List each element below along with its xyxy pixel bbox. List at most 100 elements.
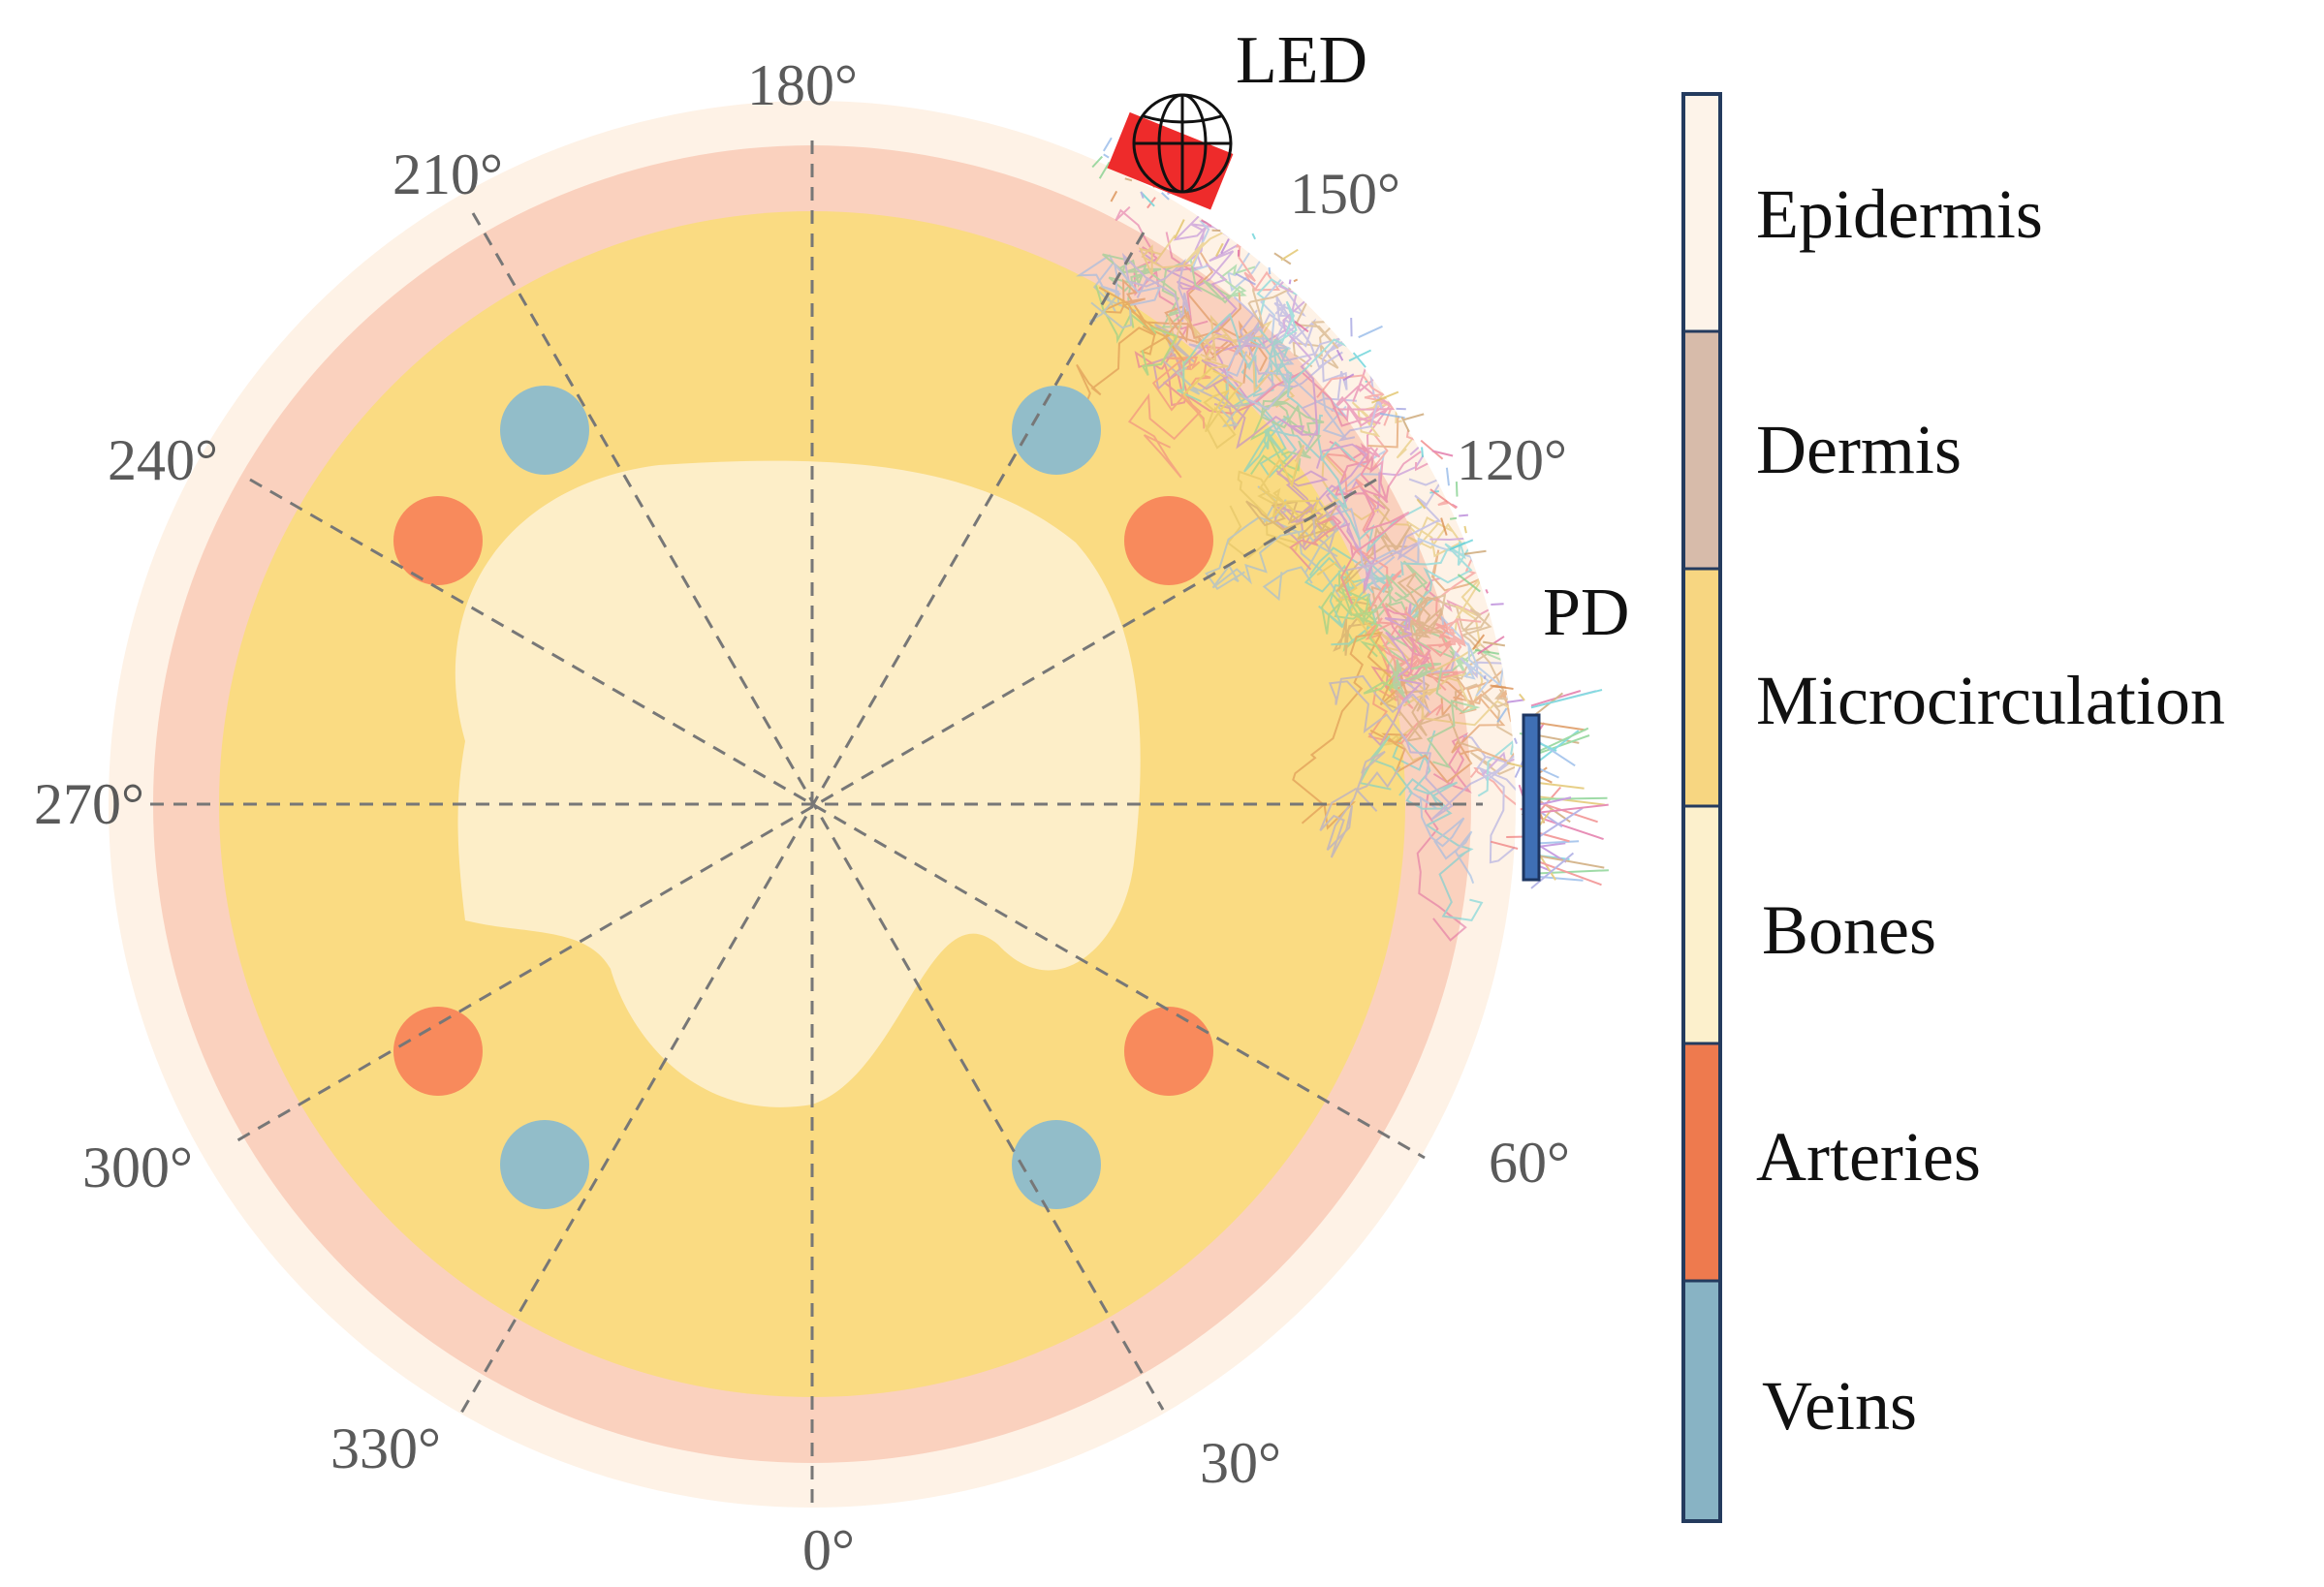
legend-label-epidermis: Epidermis: [1756, 175, 2043, 253]
photon-escape-stroke: [1091, 155, 1104, 169]
legend-dividers: [1683, 329, 1720, 1283]
photon-escape-stroke: [1519, 693, 1525, 701]
photon-path: [1233, 296, 1383, 442]
photon-path: [1459, 632, 1516, 715]
photon-escape-stroke: [1335, 349, 1344, 361]
photon-escape-stroke: [1342, 373, 1355, 382]
led-emission-globe-icon: [1132, 93, 1233, 194]
photon-escape-stroke: [1485, 589, 1489, 594]
photon-escape-stroke: [1200, 219, 1212, 228]
angle-label-120: 120°: [1457, 428, 1567, 492]
photon-path: [1273, 501, 1369, 579]
photon-escape-stroke: [1457, 574, 1481, 593]
photon-path: [1182, 339, 1243, 450]
photon-path: [1258, 444, 1339, 518]
artery: [393, 496, 483, 585]
photon-path: [1459, 724, 1516, 804]
angle-label-180: 180°: [747, 53, 858, 117]
photon-escape-paths: [1091, 137, 1609, 889]
photon-escape-stroke: [1235, 272, 1256, 286]
photon-path: [1328, 674, 1516, 821]
photon-path: [1161, 258, 1256, 328]
photon-path: [1335, 493, 1413, 593]
photon-escape-stroke: [1371, 390, 1399, 404]
artery: [1124, 496, 1213, 585]
photon-escape-stroke: [1220, 238, 1230, 254]
photon-path: [1088, 261, 1162, 329]
photon-pd-stroke: [1530, 869, 1609, 875]
photon-path: [1292, 631, 1409, 830]
photon-escape-stroke: [1449, 516, 1458, 520]
photon-escape-stroke: [1098, 161, 1111, 179]
photon-escape-stroke: [1124, 177, 1133, 182]
photon-path: [1319, 750, 1401, 858]
artery: [393, 1007, 483, 1096]
photon-escape-stroke: [1215, 242, 1224, 257]
led-body: [1107, 111, 1234, 210]
photon-path: [1243, 415, 1356, 473]
photon-path: [1404, 607, 1482, 658]
photon-escape-stroke: [1449, 539, 1474, 551]
photon-escape-stroke: [1445, 467, 1450, 486]
photon-escape-stroke: [1463, 549, 1487, 555]
photon-escape-stroke: [1174, 219, 1185, 239]
photon-path: [1381, 344, 1488, 426]
photon-escape-stroke: [1110, 190, 1118, 202]
vein: [500, 1120, 589, 1209]
photon-escape-stroke: [1420, 439, 1444, 460]
photon-escape-stroke: [1474, 648, 1499, 655]
photon-escape-stroke: [1294, 320, 1309, 333]
angle-label-30: 30°: [1200, 1431, 1281, 1495]
legend-swatch-bones: [1683, 806, 1720, 1043]
photon-escape-stroke: [1352, 352, 1366, 368]
photon-pd-stroke: [1530, 794, 1606, 806]
photon-escape-stroke: [1268, 266, 1272, 275]
photon-path: [1076, 286, 1156, 403]
vessels: [393, 386, 1213, 1209]
photon-escape-stroke: [1463, 525, 1467, 534]
photon-escape-stroke: [1402, 413, 1425, 421]
guide-60-240: [249, 478, 1426, 1160]
vein: [500, 386, 589, 475]
photon-path: [1462, 734, 1516, 864]
photon-path: [1477, 738, 1516, 800]
led-source: LED: [1107, 23, 1367, 210]
photodetector: PD: [1522, 576, 1629, 882]
photon-path: [1139, 292, 1241, 362]
photon-path: [1369, 696, 1506, 784]
photon-path: [1134, 232, 1205, 407]
photon-pd-stroke: [1530, 689, 1603, 709]
photon-path: [1460, 551, 1516, 708]
vein: [1012, 1120, 1101, 1209]
photon-path: [1400, 536, 1478, 626]
photon-path: [1127, 392, 1206, 479]
pd-body: [1522, 713, 1541, 882]
photon-escape-stroke: [1431, 450, 1454, 457]
photon-pd-stroke: [1530, 854, 1605, 869]
photon-escape-stroke: [1421, 447, 1424, 457]
legend-swatch-arteries: [1683, 1043, 1720, 1281]
legend-swatch-epidermis: [1683, 94, 1720, 331]
photon-path: [1469, 767, 1516, 938]
photon-escape-stroke: [1440, 517, 1448, 536]
photon-escape-stroke: [1140, 191, 1145, 200]
photon-path: [1397, 572, 1447, 644]
photon-escape-stroke: [1472, 634, 1486, 650]
photon-escape-stroke: [1103, 153, 1110, 159]
photon-escape-stroke: [1288, 279, 1292, 285]
legend-label-arteries: Arteries: [1756, 1118, 1981, 1196]
angle-labels: 0° 30° 60° 120° 150° 180° 210° 240° 270°…: [34, 53, 1570, 1582]
photon-escape-stroke: [1507, 699, 1524, 703]
photon-escape-stroke: [1251, 233, 1257, 240]
photon-path: [1323, 432, 1404, 613]
photon-escape-stroke: [1496, 707, 1508, 723]
photon-path: [1095, 285, 1178, 376]
photon-escape-stroke: [1455, 482, 1459, 497]
angle-label-0: 0°: [802, 1518, 855, 1582]
photon-path: [1197, 272, 1319, 450]
photon-escape-stroke: [1483, 640, 1506, 647]
photon-escape-stroke: [1348, 349, 1372, 362]
angle-label-150: 150°: [1290, 162, 1400, 226]
legend-border: [1681, 92, 1722, 1523]
